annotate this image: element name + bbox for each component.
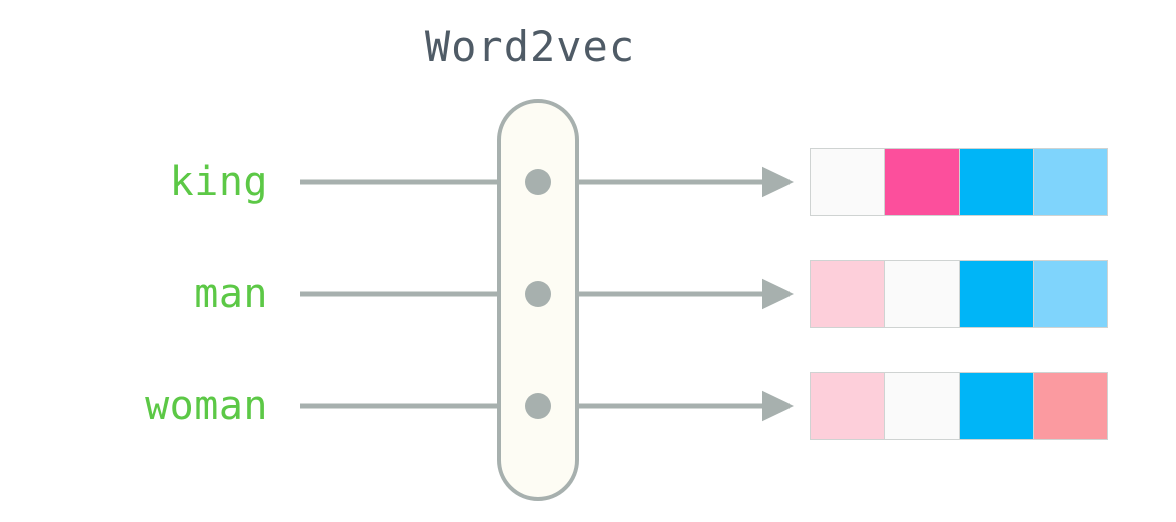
vector-cell[interactable] — [811, 149, 886, 215]
king-vector[interactable] — [810, 148, 1108, 216]
vector-cell[interactable] — [885, 149, 960, 215]
vector-cell[interactable] — [811, 261, 886, 327]
node-dot-woman[interactable] — [525, 393, 551, 419]
node-dot-king[interactable] — [525, 169, 551, 195]
woman-vector[interactable] — [810, 372, 1108, 440]
vector-cell[interactable] — [1033, 149, 1107, 215]
node-dot-man[interactable] — [525, 281, 551, 307]
vector-cell[interactable] — [1033, 261, 1107, 327]
page-title: Word2vec — [424, 22, 636, 71]
vector-cell[interactable] — [885, 261, 960, 327]
word-label-man[interactable]: man — [194, 271, 268, 317]
vector-cell[interactable] — [1033, 373, 1107, 439]
vector-cell[interactable] — [885, 373, 960, 439]
word-label-king[interactable]: king — [169, 159, 268, 205]
vector-cell[interactable] — [811, 373, 886, 439]
man-vector[interactable] — [810, 260, 1108, 328]
vector-cell[interactable] — [959, 373, 1034, 439]
vector-cell[interactable] — [959, 261, 1034, 327]
vector-cell[interactable] — [959, 149, 1034, 215]
word-label-woman[interactable]: woman — [145, 383, 268, 429]
